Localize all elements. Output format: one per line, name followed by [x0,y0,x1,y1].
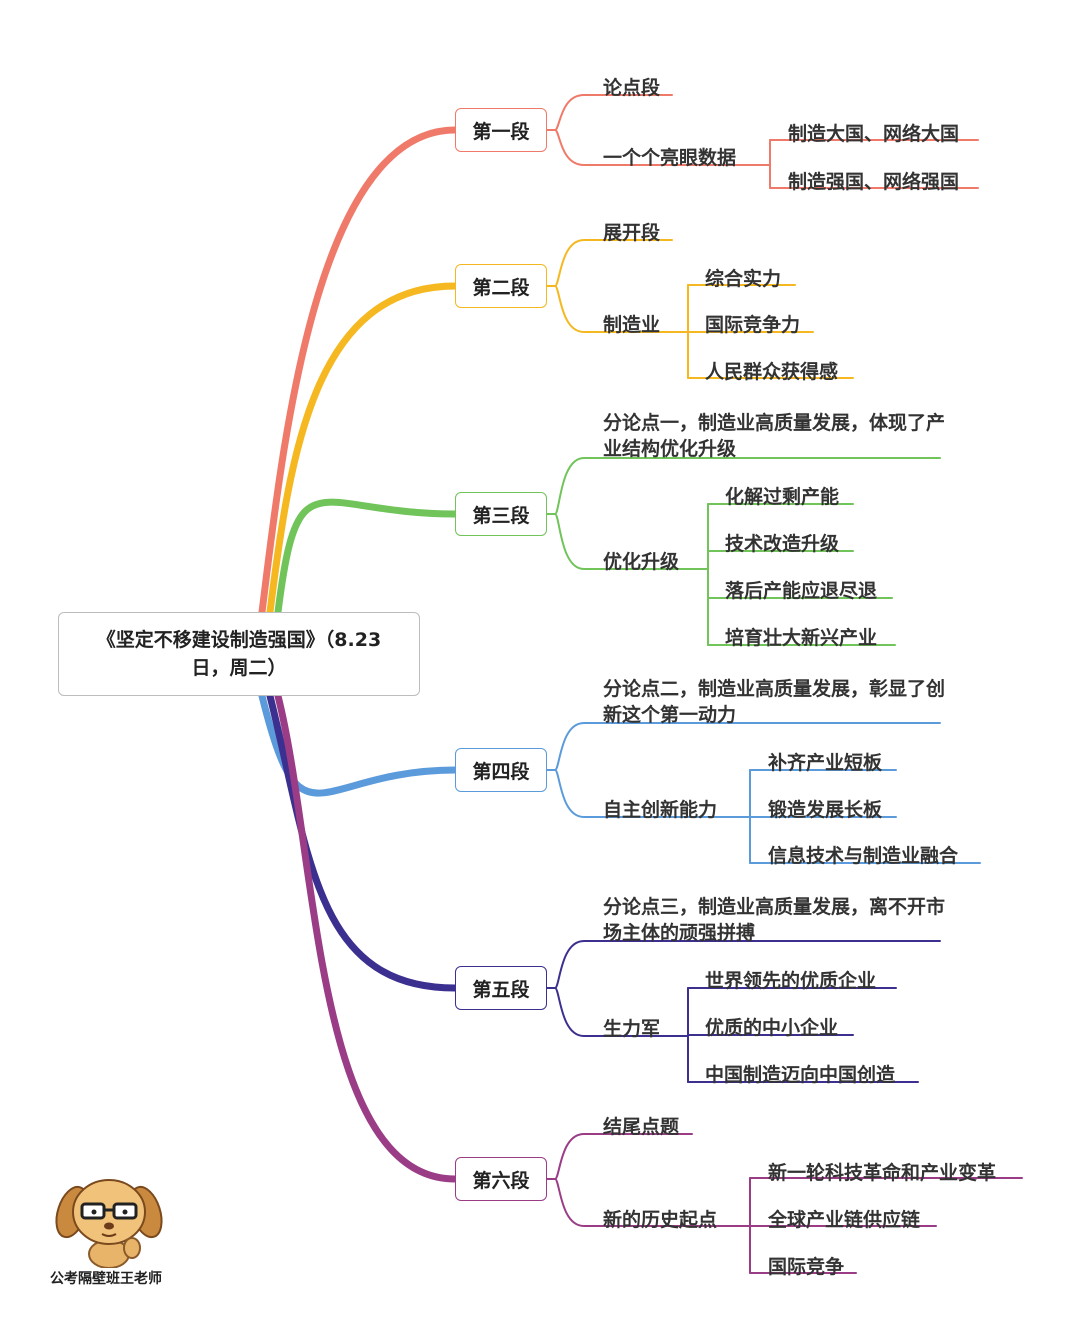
branch-node[interactable]: 生力军 [603,1018,661,1040]
branch-node[interactable]: 优化升级 [603,551,680,573]
section-node-1[interactable]: 第一段 [455,108,547,152]
branch-node[interactable]: 新的历史起点 [603,1209,718,1231]
branch-node[interactable]: 自主创新能力 [603,799,718,821]
branch-node[interactable]: 分论点三，制造业高质量发展，离不开市场主体的顽强拼搏 [603,896,946,944]
leaf-node[interactable]: 培育壮大新兴产业 [725,627,878,649]
leaf-node[interactable]: 全球产业链供应链 [768,1209,921,1231]
leaf-node[interactable]: 化解过剩产能 [725,486,840,508]
branch-node[interactable]: 论点段 [603,77,661,99]
leaf-node[interactable]: 落后产能应退尽退 [725,580,878,602]
leaf-node[interactable]: 优质的中小企业 [705,1017,839,1039]
leaf-node[interactable]: 信息技术与制造业融合 [768,845,959,867]
leaf-node[interactable]: 补齐产业短板 [768,752,883,774]
leaf-node[interactable]: 锻造发展长板 [768,799,883,821]
branch-connector [546,285,689,333]
root-connector [258,126,459,616]
root-connector [274,498,459,616]
branch-node[interactable]: 一个个亮眼数据 [603,147,737,169]
branch-connector [546,513,709,570]
leaf-node[interactable]: 综合实力 [705,268,782,290]
branch-connector [546,987,689,1037]
leaf-node[interactable]: 技术改造升级 [725,533,840,555]
leaf-node[interactable]: 国际竞争 [768,1256,845,1278]
section-node-5[interactable]: 第五段 [455,966,547,1010]
section-node-6[interactable]: 第六段 [455,1157,547,1201]
branch-node[interactable]: 结尾点题 [603,1116,680,1138]
root-connector [258,692,459,797]
leaf-node[interactable]: 世界领先的优质企业 [705,970,877,992]
dog-mascot-icon [55,1179,163,1268]
branch-connector [546,239,673,287]
branch-connector [546,769,751,818]
section-node-2[interactable]: 第二段 [455,264,547,308]
root-connector [274,692,459,1183]
branch-connector [546,129,771,166]
leaf-node[interactable]: 人民群众获得感 [705,361,839,383]
branch-connector [546,1178,751,1227]
root-connector [266,282,459,616]
leaf-node[interactable]: 中国制造迈向中国创造 [705,1064,896,1086]
root-connector [266,692,459,992]
branch-connector [546,1133,693,1180]
section-node-4[interactable]: 第四段 [455,748,547,792]
branch-node[interactable]: 展开段 [603,222,661,244]
root-topic[interactable]: 《坚定不移建设制造强国》（8.23 日，周二） [58,612,420,696]
leaf-node[interactable]: 国际竞争力 [705,314,801,336]
root-title-line2: 日，周二） [191,657,287,679]
section-node-3[interactable]: 第三段 [455,492,547,536]
branch-node[interactable]: 制造业 [603,314,661,336]
author-credit: 公考隔壁班王老师 [50,1271,162,1287]
leaf-node[interactable]: 制造大国、网络大国 [788,123,960,145]
branch-node[interactable]: 分论点一，制造业高质量发展，体现了产业结构优化升级 [603,412,946,460]
leaf-node[interactable]: 制造强国、网络强国 [788,171,960,193]
leaf-node[interactable]: 新一轮科技革命和产业变革 [768,1162,997,1184]
root-title-line1: 《坚定不移建设制造强国》（8.23 [96,629,382,651]
branch-node[interactable]: 分论点二，制造业高质量发展，彰显了创新这个第一动力 [603,678,946,726]
